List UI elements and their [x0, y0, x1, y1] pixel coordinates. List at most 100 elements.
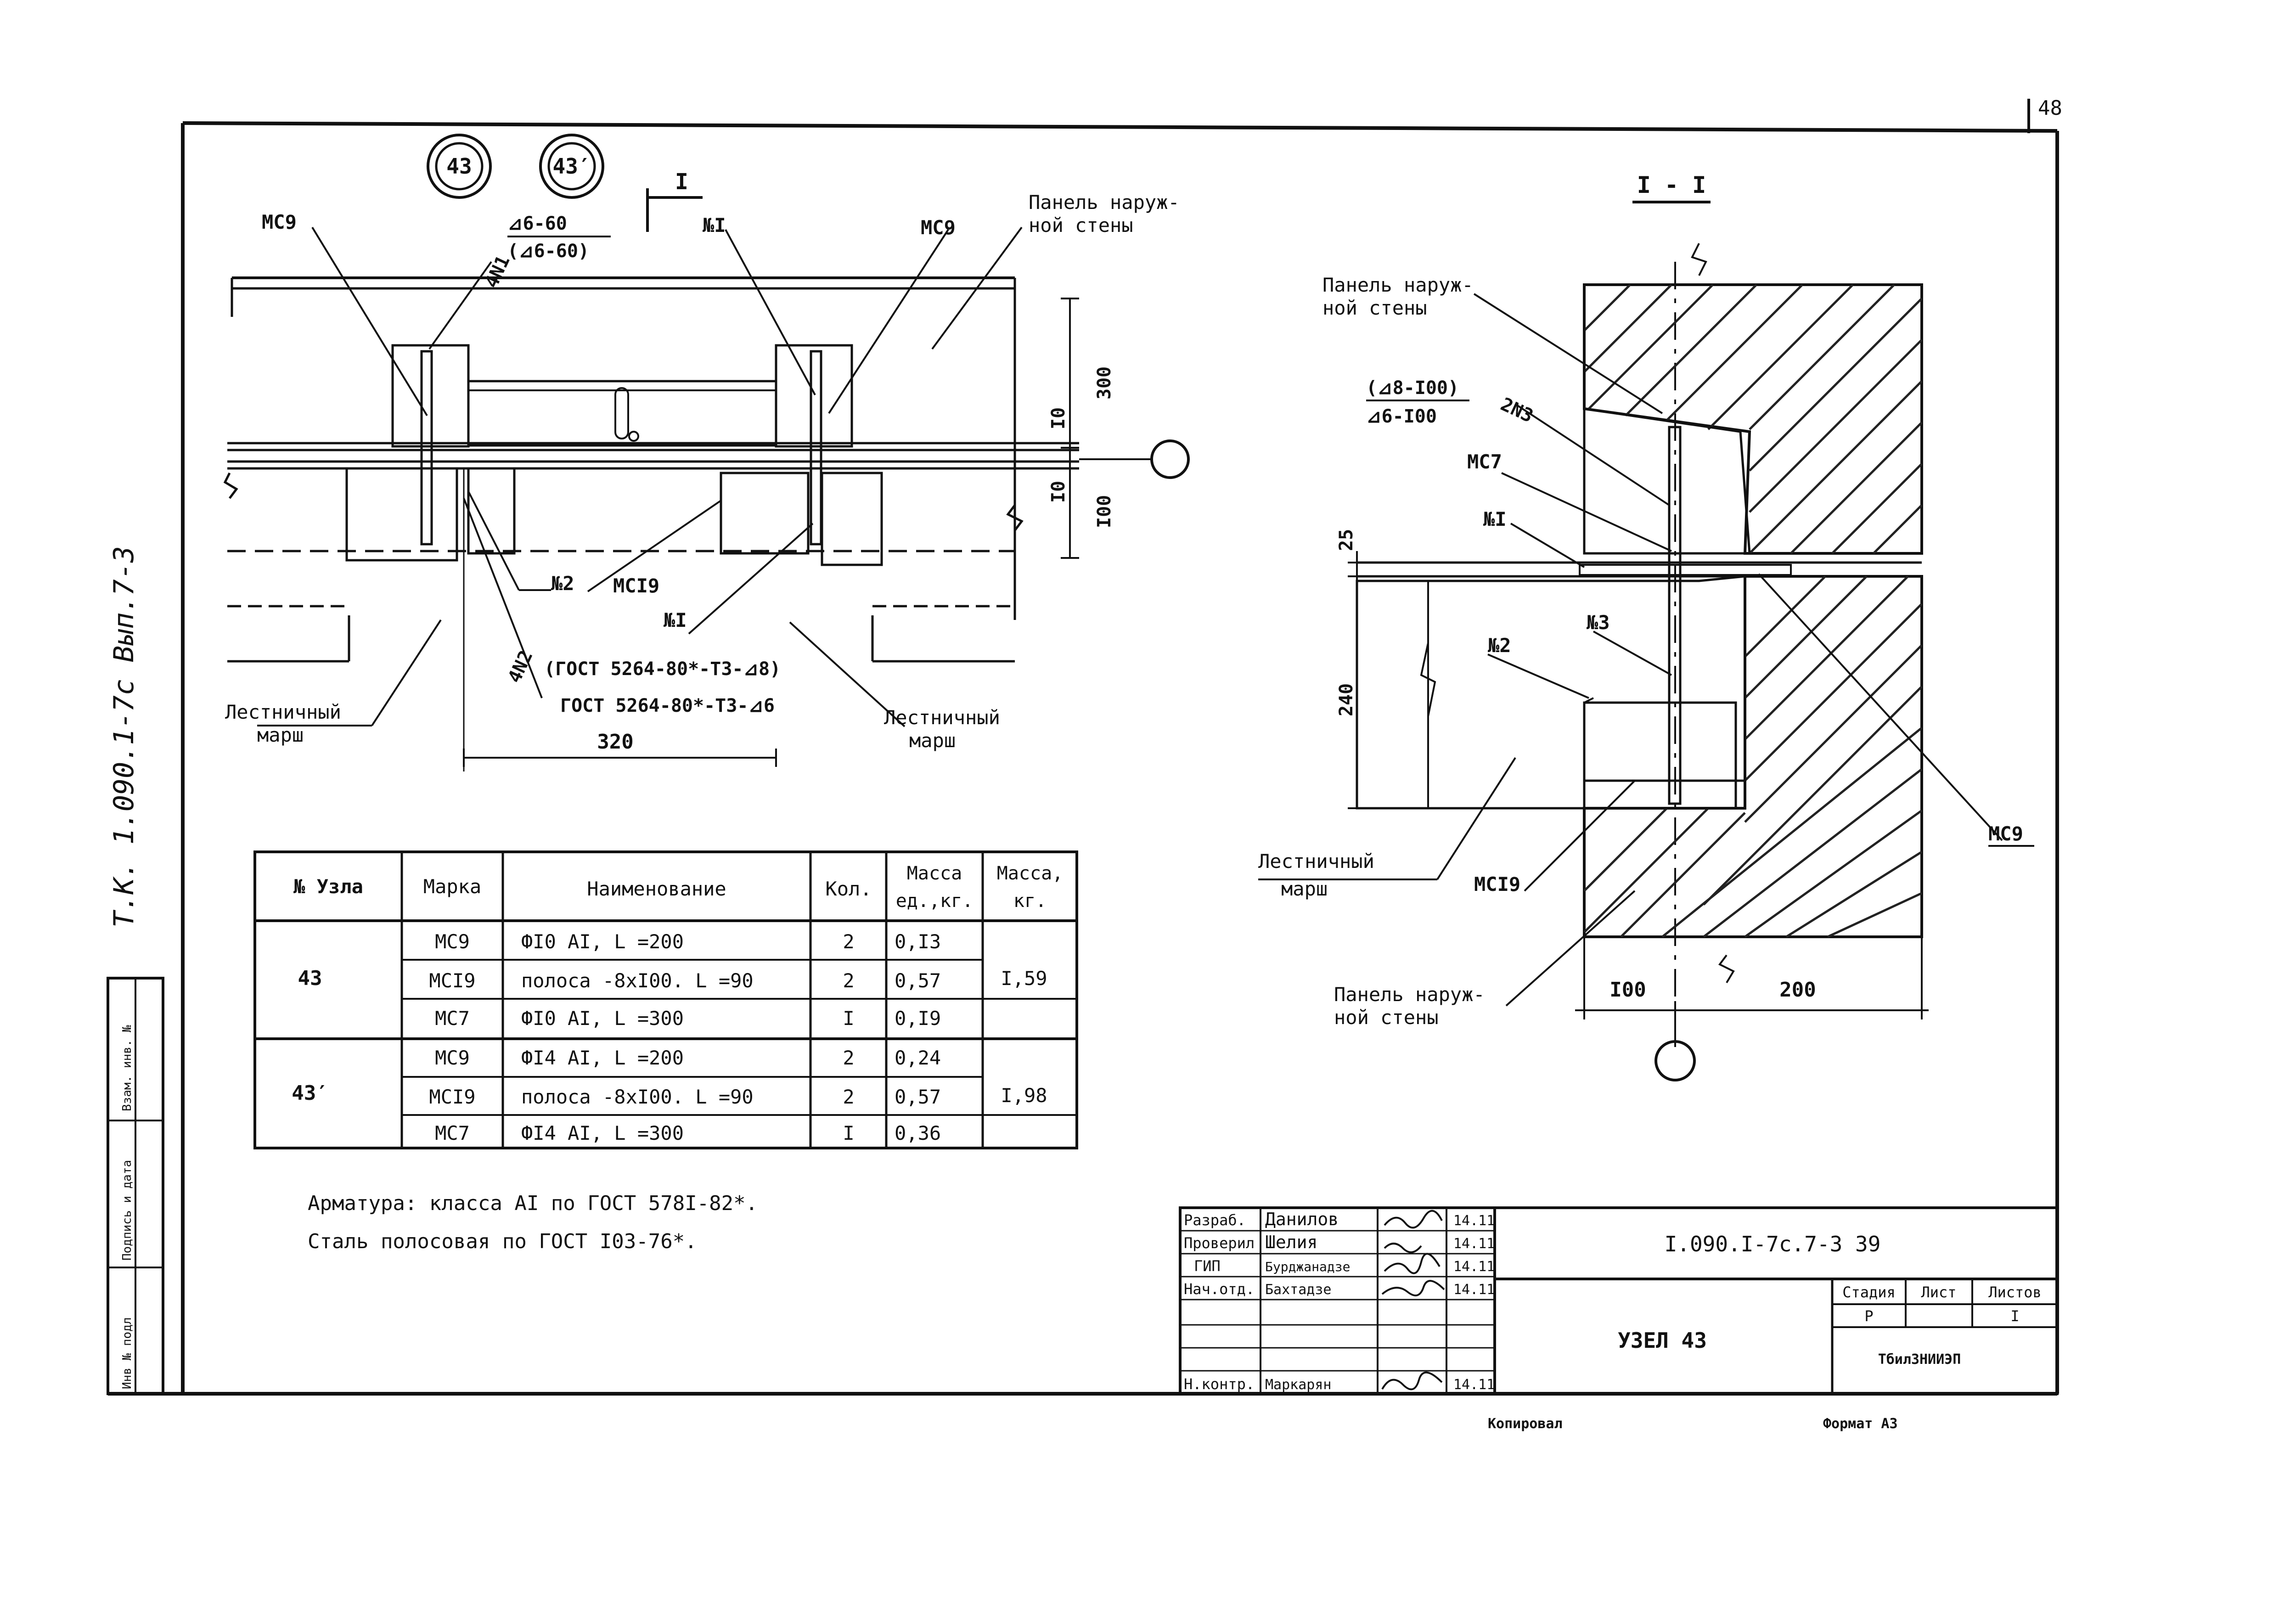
- tb-name: Бахтадзе: [1265, 1282, 1332, 1298]
- spec-header-name: Наименование: [587, 878, 726, 900]
- plan-label-weld-n2-count: 4N2: [504, 647, 537, 686]
- section-dim-100: I00: [1609, 978, 1646, 1002]
- plan-label-n2: №2: [551, 572, 574, 595]
- spec-row-qty: 2: [843, 930, 854, 953]
- tb-date: 14.11: [1453, 1377, 1495, 1393]
- spec-row-unit-mass: 0,I3: [895, 930, 941, 953]
- sheet-number: 48: [2038, 96, 2062, 120]
- node-circle-43: 43: [427, 134, 492, 199]
- spec-header-node: № Узла: [293, 875, 363, 898]
- spec-header-mark: Марка: [423, 875, 481, 898]
- plan-label-gost-top: (ГОСТ 5264-80*-Т3-⊿8): [544, 659, 781, 680]
- tb-role: ГИП: [1194, 1257, 1221, 1275]
- section-label-mc7: МС7: [1467, 450, 1502, 473]
- plan-label-mc9-left: МС9: [262, 211, 297, 233]
- spec-row-name: полоса -8хI00. L =90: [521, 969, 754, 992]
- plan-label-mc19: МСI9: [613, 574, 659, 597]
- plan-label-panel-outer-wall-2: ной стены: [1029, 214, 1133, 236]
- section-label-n2: №2: [1487, 634, 1511, 657]
- section-label-stair-2: марш: [1281, 878, 1328, 900]
- spec-row-mark: МС7: [435, 1007, 470, 1030]
- section-view: I - I: [1258, 172, 2034, 1081]
- tb-name: Данилов: [1265, 1209, 1339, 1229]
- tb-document-code: I.090.I-7с.7-3 39: [1665, 1232, 1881, 1256]
- tb-sheet-header: Лист: [1921, 1284, 1956, 1301]
- spec-row-qty: I: [843, 1007, 854, 1030]
- note-rebar: Арматура: класса АI по ГОСТ 578I-82*.: [308, 1192, 758, 1215]
- format-a3: Формат А3: [1823, 1416, 1898, 1432]
- tb-name: Шелия: [1265, 1232, 1317, 1252]
- spec-header-mass-2: кг.: [1013, 890, 1047, 912]
- tb-name: Бурджанадзе: [1265, 1259, 1350, 1274]
- tb-organization: ТбилЗНИИЭП: [1878, 1351, 1961, 1368]
- spec-row-mark: МС9: [435, 930, 470, 953]
- plan-label-stair-left-1: Лестничный: [225, 701, 341, 723]
- tb-name: Маркарян: [1265, 1377, 1332, 1393]
- spec-row-mark: МС9: [435, 1047, 470, 1069]
- plan-label-panel-outer-wall-1: Панель наруж-: [1029, 191, 1180, 214]
- spec-row-qty: I: [843, 1122, 854, 1144]
- section-label-panel-bottom-2: ной стены: [1334, 1006, 1439, 1029]
- tb-date: 14.11: [1453, 1259, 1495, 1275]
- spec-row-name: ФI4 АI, L =300: [521, 1122, 684, 1144]
- spec-node-43-prime: 43′: [292, 1081, 328, 1105]
- plan-section-mark: I: [675, 169, 688, 195]
- section-dim-240: 240: [1336, 683, 1357, 716]
- spec-row-unit-mass: 0,57: [895, 969, 941, 992]
- spec-node-43: 43: [298, 967, 322, 990]
- section-label-mc9: МС9: [1988, 822, 2023, 845]
- tb-date: 14.11: [1453, 1213, 1495, 1229]
- plan-label-stair-left-2: марш: [257, 724, 304, 746]
- tb-stage-header: Стадия: [1842, 1284, 1896, 1301]
- plan-label-stair-right-2: марш: [909, 729, 956, 752]
- spec-table: № Узла Марка Наименование Кол. Масса ед.…: [253, 850, 1078, 1149]
- plan-view: I: [223, 169, 1190, 771]
- section-label-stair-1: Лестничный: [1258, 850, 1374, 873]
- spec-row-name: ФI0 АI, L =200: [521, 930, 684, 953]
- spec-row-name: ФI0 АI, L =300: [521, 1007, 684, 1030]
- spec-row-unit-mass: 0,57: [895, 1086, 941, 1108]
- spec-row-name: ФI4 АI, L =200: [521, 1047, 684, 1069]
- section-label-panel-top-1: Панель наруж-: [1322, 274, 1474, 296]
- tb-role: Проверил: [1184, 1234, 1255, 1252]
- spec-row-qty: 2: [843, 1047, 854, 1069]
- tb-sheets: I: [2010, 1307, 2019, 1325]
- spec-total-43: I,59: [1001, 967, 1047, 990]
- stamp-replace-inv: Взам. инв. №: [120, 1025, 134, 1111]
- spec-header-mass-1: Масса,: [997, 863, 1064, 884]
- plan-dim-320: 320: [597, 730, 633, 754]
- spec-header-unit-mass-2: ед.,кг.: [896, 890, 974, 912]
- spec-row-name: полоса -8хI00. L =90: [521, 1086, 754, 1108]
- section-title: I - I: [1637, 172, 1706, 198]
- tb-role: Разраб.: [1184, 1211, 1246, 1229]
- plan-label-n1-bottom: №I: [663, 609, 687, 631]
- stamp-signature-date: Подпись и дата: [120, 1160, 134, 1261]
- lower-panel-hatch: [1583, 575, 1923, 938]
- section-label-weld-top: (⊿8-I00): [1366, 377, 1459, 399]
- plan-dim-10-b: I0: [1048, 481, 1069, 503]
- note-steel: Сталь полосовая по ГОСТ I03-76*.: [308, 1230, 697, 1253]
- section-label-n3: №3: [1586, 611, 1610, 634]
- plan-dim-300: 300: [1094, 366, 1115, 400]
- tb-role: Н.контр.: [1184, 1375, 1255, 1393]
- plan-label-weld-n1-bottom: (⊿6-60): [507, 241, 589, 262]
- spec-row-mark: МСI9: [429, 1086, 475, 1108]
- plan-label-mc9-right: МС9: [921, 216, 956, 239]
- plan-label-n1-top: №I: [702, 214, 726, 236]
- copied-by: Копировал: [1488, 1416, 1563, 1432]
- spec-row-mark: МСI9: [429, 969, 475, 992]
- spec-row-unit-mass: 0,36: [895, 1122, 941, 1144]
- sheet-frame: [108, 99, 2059, 1396]
- tb-stage: Р: [1864, 1307, 1873, 1325]
- spec-row-unit-mass: 0,24: [895, 1047, 941, 1069]
- tb-date: 14.11: [1453, 1236, 1495, 1252]
- plan-label-stair-right-1: Лестничный: [884, 706, 1000, 729]
- plan-dim-10-a: I0: [1048, 407, 1069, 429]
- spec-header-qty: Кол.: [825, 878, 872, 900]
- signatures: [1381, 1210, 1445, 1391]
- title-block: Разраб. Проверил ГИП Нач.отд. Н.контр. Д…: [1179, 1206, 2059, 1395]
- spec-header-unit-mass-1: Масса: [907, 863, 962, 884]
- plan-label-weld-n1-top: ⊿6-60: [507, 213, 567, 234]
- spec-total-43-prime: I,98: [1001, 1084, 1047, 1107]
- spec-row-mark: МС7: [435, 1122, 470, 1144]
